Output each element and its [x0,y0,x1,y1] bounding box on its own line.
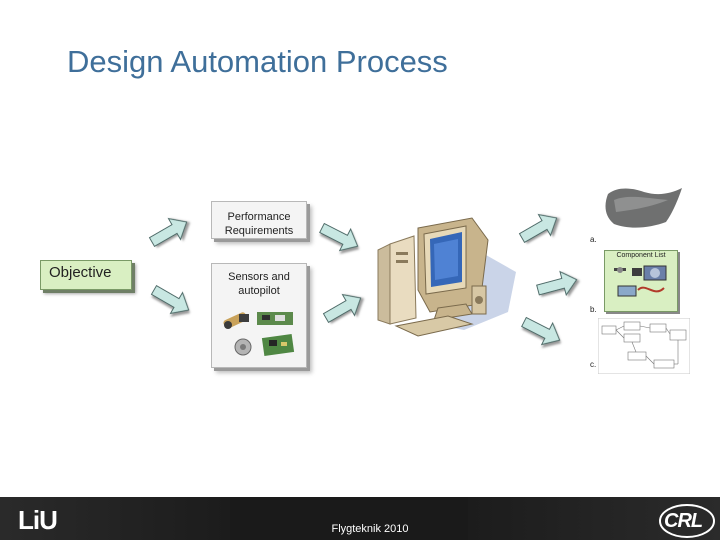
computer-icon [377,217,516,337]
block-diagram-image [598,318,690,374]
sensors-autopilot-label: Sensors and autopilot [228,271,290,297]
output-b-label: b. [590,305,597,314]
circuit-board-icon [257,312,293,325]
footer-left-pattern [0,497,230,540]
output-a-label: a. [590,235,597,244]
footer-right-pattern [468,497,720,540]
liu-logo: LiU [18,505,58,535]
component-list-image [614,265,667,297]
crl-ring-icon [659,504,715,538]
output-c-label: c. [590,360,597,369]
component-list-title: Component List [616,252,666,259]
arrow-computer-to-c [521,316,561,346]
performance-requirements-label: Performance Requirements [224,211,294,237]
arrow-objective-to-performance [148,217,188,248]
aircraft-shape-image [605,188,682,228]
objective-box: Objective [40,260,132,290]
slide-title: Design Automation Process [67,44,448,79]
speaker-icon [471,285,487,315]
monitor-icon [417,217,489,321]
battery-icon [617,285,637,297]
chip-icon [239,314,249,322]
arrow-performance-to-computer [319,222,359,252]
crl-logo-text: CRL [664,510,703,532]
objective-label: Objective [49,264,112,281]
crl-logo: CRL [658,503,716,539]
autopilot-board-icon [261,333,295,357]
performance-requirements-box: Performance Requirements [211,201,307,239]
footer-center-text: Flygteknik 2010 [331,523,409,535]
tower-icon [377,235,417,325]
arrow-computer-to-b [536,270,578,297]
component-list-box: Component List [604,250,678,312]
footer-bar: LiU Flygteknik 2010 [0,497,720,540]
keyboard-icon [394,315,474,337]
arrows-layer [148,213,578,346]
servo-icon [632,268,642,276]
propeller-icon [614,267,626,273]
arrow-computer-to-a [518,213,558,244]
gyro-sensor-icon [234,338,252,356]
arrow-sensors-to-computer [322,293,362,324]
sensor-components-image [223,312,295,357]
wire-icon [637,286,665,293]
arrow-objective-to-sensors [150,284,190,315]
motor-icon [643,265,667,281]
